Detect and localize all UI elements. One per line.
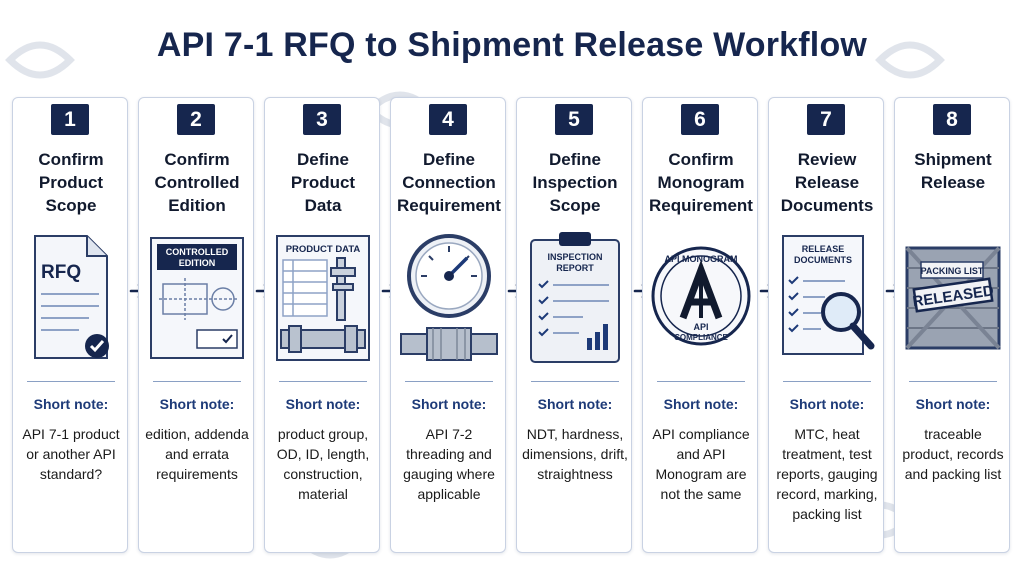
- step-number: 1: [51, 104, 89, 135]
- short-note-label: Short note:: [285, 396, 361, 412]
- svg-text:DOCUMENTS: DOCUMENTS: [794, 255, 852, 265]
- divider: [279, 381, 367, 382]
- product-data-sheet-icon: PRODUCT DATA: [271, 228, 375, 368]
- svg-text:INSPECTION: INSPECTION: [547, 252, 602, 262]
- svg-text:PACKING LIST: PACKING LIST: [921, 266, 984, 276]
- short-note-text: API compliance and API Monogram are not …: [652, 426, 750, 502]
- short-note-label: Short note:: [915, 396, 991, 412]
- short-note-text: edition, addenda and errata requirements: [145, 426, 249, 482]
- page-title: API 7-1 RFQ to Shipment Release Workflow: [156, 26, 868, 64]
- svg-text:RELEASE: RELEASE: [802, 244, 845, 254]
- svg-text:CONTROLLED: CONTROLLED: [166, 247, 229, 257]
- short-note-label: Short note:: [663, 396, 739, 412]
- rfq-document-icon: RFQ: [19, 228, 123, 368]
- short-note-label: Short note:: [537, 396, 613, 412]
- short-note-text: API 7-2 threading and gauging where appl…: [403, 426, 495, 502]
- gauge-and-connection-icon: [397, 228, 501, 368]
- svg-text:EDITION: EDITION: [179, 258, 216, 268]
- step-number: 7: [807, 104, 845, 135]
- divider: [27, 381, 115, 382]
- step-number: 6: [681, 104, 719, 135]
- rfq-label: RFQ: [41, 262, 81, 283]
- short-note-text: MTC, heat treatment, test reports, gaugi…: [776, 426, 878, 522]
- short-note-text: product group, OD, ID, length, construct…: [276, 426, 370, 502]
- short-note-text: NDT, hardness, dimensions, drift, straig…: [522, 426, 628, 482]
- step-number: 3: [303, 104, 341, 135]
- step-number: 2: [177, 104, 215, 135]
- svg-text:REPORT: REPORT: [556, 263, 594, 273]
- divider: [405, 381, 493, 382]
- release-documents-magnifier-icon: RELEASE DOCUMENTS: [775, 228, 879, 368]
- api-monogram-seal-icon: API MONOGRAM API COMPLIANCE: [649, 228, 753, 368]
- divider: [657, 381, 745, 382]
- short-note-label: Short note:: [789, 396, 865, 412]
- svg-text:COMPLIANCE: COMPLIANCE: [674, 333, 728, 342]
- step-number: 4: [429, 104, 467, 135]
- short-note-label: Short note:: [159, 396, 235, 412]
- svg-text:API MONOGRAM: API MONOGRAM: [665, 254, 738, 264]
- released-crate-icon: PACKING LIST RELEASED: [901, 228, 1005, 368]
- svg-text:API: API: [693, 322, 708, 332]
- step-number: 8: [933, 104, 971, 135]
- svg-text:PRODUCT DATA: PRODUCT DATA: [286, 244, 361, 255]
- controlled-edition-drawing-icon: CONTROLLED EDITION: [145, 228, 249, 368]
- short-note-text: API 7-1 product or another API standard?: [22, 426, 120, 482]
- divider: [783, 381, 871, 382]
- short-note-label: Short note:: [411, 396, 487, 412]
- short-note-text: traceable product, records and packing l…: [902, 426, 1004, 482]
- divider: [531, 381, 619, 382]
- divider: [909, 381, 997, 382]
- short-note-label: Short note:: [33, 396, 109, 412]
- step-number: 5: [555, 104, 593, 135]
- inspection-report-clipboard-icon: INSPECTION REPORT: [523, 228, 627, 368]
- divider: [153, 381, 241, 382]
